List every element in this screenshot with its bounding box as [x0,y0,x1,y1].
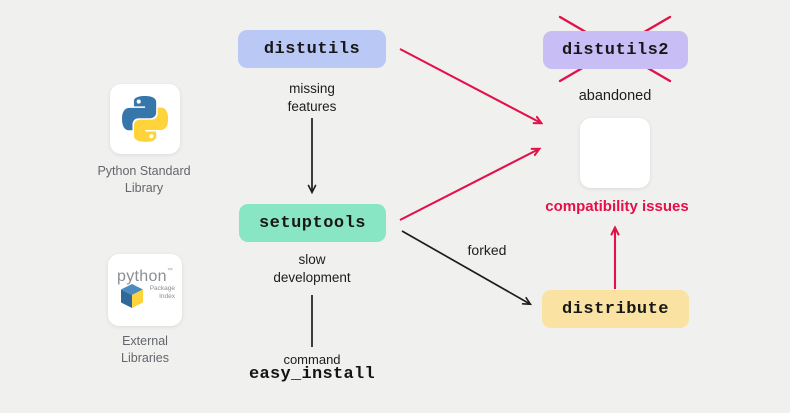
node-distutils-label: distutils [263,39,361,59]
red-arrow-setuptools-to-compatibility [399,149,539,221]
python-standard-library-caption: Python Standard Library [97,164,191,195]
node-distribute: distribute [542,290,689,328]
missing-features-label: missing features [287,81,337,115]
easy-install-label: easy_install [248,365,376,384]
node-setuptools-label: setuptools [258,213,367,233]
external-libraries-card: python™ Package Index [108,254,182,326]
command-label: command [283,352,341,367]
pypi-trademark: ™ [166,268,173,274]
node-distutils2-label: distutils2 [561,40,670,60]
compatibility-issues-label: compatibility issues [545,198,689,215]
node-distutils: distutils [238,30,386,68]
external-libraries-caption: External Libraries [121,334,169,365]
node-distutils2: distutils2 [543,31,688,69]
abandoned-label: abandoned [578,88,652,104]
compatibility-issues-card [580,118,650,188]
pypi-wordmark: python [117,268,167,285]
python-logo-icon [122,96,168,142]
node-setuptools: setuptools [239,204,386,242]
python-standard-library-card [110,84,180,154]
pypi-subtitle: Package Index [149,285,175,300]
red-arrow-distutils-to-compatibility [399,48,541,123]
slow-development-label: slow development [273,252,351,286]
pypi-logo-icon: python™ Package Index [117,268,175,312]
forked-label: forked [467,242,507,258]
node-distribute-label: distribute [561,299,670,319]
pypi-cube-icon [121,284,143,308]
